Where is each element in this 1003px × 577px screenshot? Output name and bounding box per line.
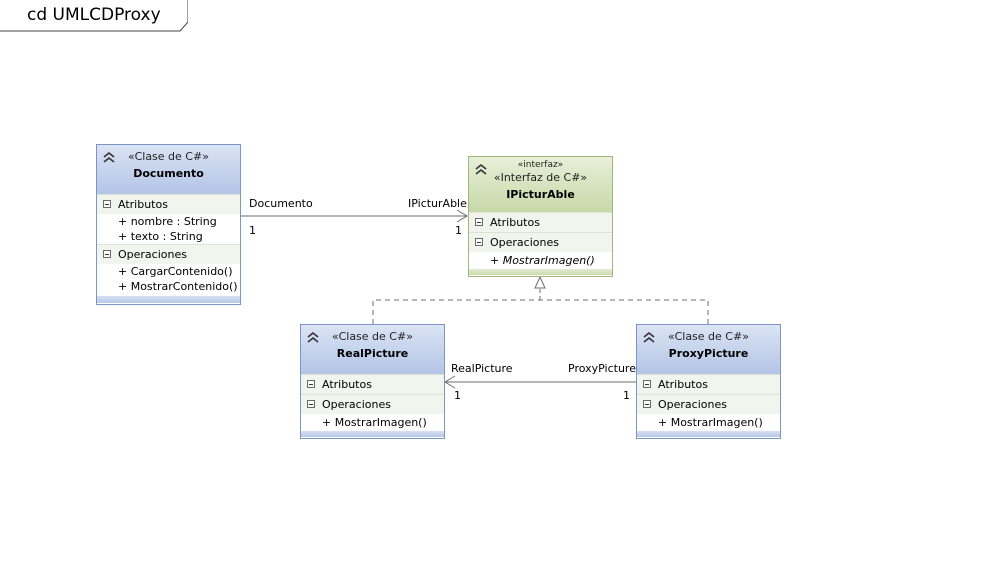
- class-realpicture-header: «Clase de C#» RealPicture: [301, 325, 444, 374]
- class-documento-header: «Clase de C#» Documento: [97, 145, 240, 194]
- collapse-chevron-icon[interactable]: [474, 163, 488, 175]
- role-label-realpicture: RealPicture: [451, 362, 513, 375]
- multiplicity-documento: 1: [249, 224, 256, 237]
- operation-item[interactable]: + MostrarImagen(): [301, 414, 444, 431]
- multiplicity-realpicture: 1: [454, 389, 461, 402]
- class-footer: [637, 431, 780, 437]
- operation-item[interactable]: + MostrarImagen(): [637, 414, 780, 431]
- class-documento-attributes-section[interactable]: Atributos: [97, 194, 240, 214]
- interface-operations-section[interactable]: Operaciones: [469, 232, 612, 252]
- multiplicity-ipicturable: 1: [455, 224, 462, 237]
- frame-tab-shape: [0, 0, 188, 32]
- collapse-chevron-icon[interactable]: [306, 331, 320, 343]
- association-arrowhead-realpicture: [444, 375, 456, 389]
- class-proxypicture-name: ProxyPicture: [668, 347, 749, 360]
- section-label: Atributos: [118, 198, 168, 211]
- class-realpicture-attributes-section[interactable]: Atributos: [301, 374, 444, 394]
- diagram-frame-tab: cd UMLCDProxy: [0, 0, 188, 32]
- operation-item[interactable]: + CargarContenido(): [97, 264, 240, 279]
- interface-ipicturable-header: «interfaz» «Interfaz de C#» IPicturAble: [469, 157, 612, 212]
- interface-name: IPicturAble: [506, 188, 575, 201]
- class-documento-name: Documento: [133, 167, 204, 180]
- realization-proxypicture[interactable]: [540, 299, 709, 324]
- class-footer: [301, 431, 444, 437]
- collapse-minus-icon[interactable]: [103, 250, 111, 258]
- realization-realpicture[interactable]: [372, 299, 540, 324]
- multiplicity-proxypicture: 1: [623, 389, 630, 402]
- interface-attributes-section[interactable]: Atributos: [469, 212, 612, 232]
- class-proxypicture-header: «Clase de C#» ProxyPicture: [637, 325, 780, 374]
- collapse-minus-icon[interactable]: [475, 238, 483, 246]
- class-documento-operations-section[interactable]: Operaciones: [97, 244, 240, 264]
- class-footer: [97, 296, 240, 303]
- collapse-minus-icon[interactable]: [103, 200, 111, 208]
- class-proxypicture-attributes-section[interactable]: Atributos: [637, 374, 780, 394]
- collapse-minus-icon[interactable]: [307, 380, 315, 388]
- interface-stereotype-top: «interfaz»: [517, 160, 564, 170]
- class-proxypicture-operations-section[interactable]: Operaciones: [637, 394, 780, 414]
- section-label: Atributos: [490, 216, 540, 229]
- operation-item[interactable]: + MostrarImagen(): [469, 252, 612, 269]
- attribute-item[interactable]: + nombre : String: [97, 214, 240, 229]
- section-label: Operaciones: [118, 248, 187, 261]
- class-documento-stereotype: «Clase de C#»: [128, 150, 209, 163]
- section-label: Atributos: [658, 378, 708, 391]
- diagram-title: cd UMLCDProxy: [27, 5, 161, 25]
- section-label: Operaciones: [490, 236, 559, 249]
- collapse-chevron-icon[interactable]: [642, 331, 656, 343]
- interface-ipicturable[interactable]: «interfaz» «Interfaz de C#» IPicturAble …: [468, 156, 613, 277]
- class-realpicture-name: RealPicture: [336, 347, 409, 360]
- class-footer: [469, 269, 612, 275]
- operation-item[interactable]: + MostrarContenido(): [97, 279, 240, 294]
- collapse-minus-icon[interactable]: [307, 400, 315, 408]
- association-arrowhead-ipicturable: [456, 209, 468, 223]
- realization-triangle-head: [534, 275, 546, 289]
- interface-stereotype: «Interfaz de C#»: [493, 171, 588, 184]
- collapse-minus-icon[interactable]: [643, 400, 651, 408]
- collapse-chevron-icon[interactable]: [102, 151, 116, 163]
- section-label: Operaciones: [322, 398, 391, 411]
- class-realpicture-stereotype: «Clase de C#»: [332, 330, 413, 343]
- class-documento[interactable]: «Clase de C#» Documento Atributos + nomb…: [96, 144, 241, 305]
- class-proxypicture-stereotype: «Clase de C#»: [668, 330, 749, 343]
- class-proxypicture[interactable]: «Clase de C#» ProxyPicture Atributos Ope…: [636, 324, 781, 439]
- role-label-proxypicture: ProxyPicture: [568, 362, 636, 375]
- collapse-minus-icon[interactable]: [643, 380, 651, 388]
- class-realpicture-operations-section[interactable]: Operaciones: [301, 394, 444, 414]
- section-label: Atributos: [322, 378, 372, 391]
- role-label-documento: Documento: [249, 197, 313, 210]
- attribute-item[interactable]: + texto : String: [97, 229, 240, 244]
- role-label-ipicturable: IPicturAble: [408, 197, 467, 210]
- class-realpicture[interactable]: «Clase de C#» RealPicture Atributos Oper…: [300, 324, 445, 439]
- section-label: Operaciones: [658, 398, 727, 411]
- collapse-minus-icon[interactable]: [475, 218, 483, 226]
